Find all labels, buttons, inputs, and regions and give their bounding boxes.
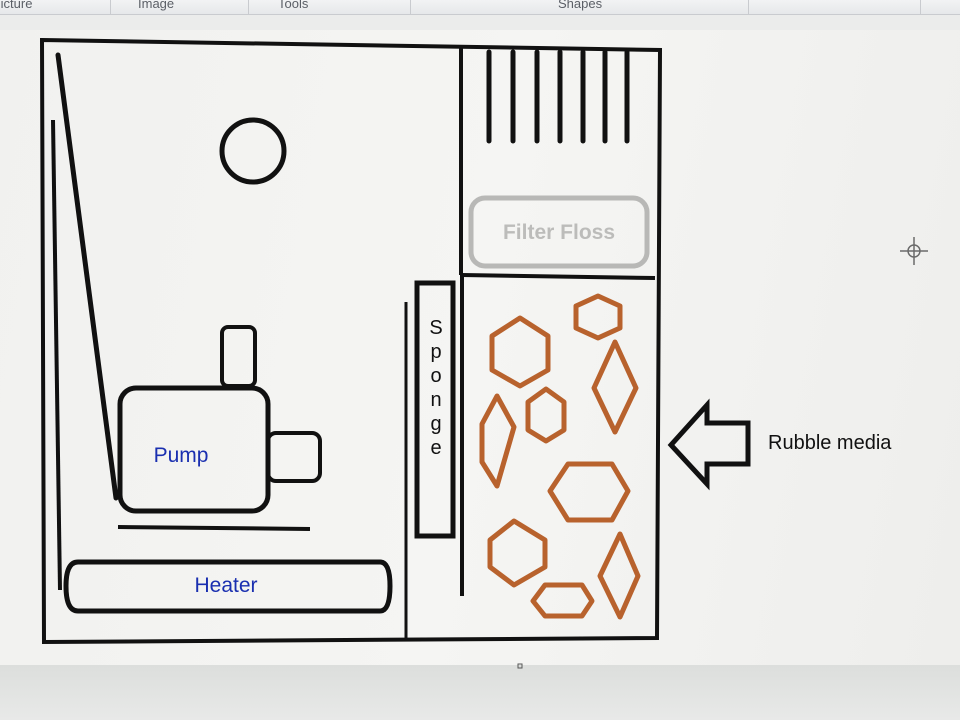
drawing-canvas[interactable]: [0, 30, 960, 665]
rubble-piece: [479, 393, 517, 489]
pump-base-line: [117, 525, 311, 531]
rubble-piece: [591, 339, 639, 435]
ribbon-toolbar: Picture Image Tools Shapes: [0, 0, 960, 15]
sponge-box: [414, 280, 456, 539]
sponge-letter: p: [430, 341, 441, 363]
sponge-letter: o: [430, 365, 441, 387]
heater-label: Heater: [194, 574, 257, 597]
sponge-letter: e: [430, 437, 441, 459]
filter-floss-box: [468, 195, 650, 269]
ribbon-group-tools[interactable]: Tools: [278, 0, 309, 11]
heater-cord: [51, 119, 62, 591]
return-hole-circle: [219, 117, 287, 185]
ribbon-separator: [410, 0, 411, 14]
ribbon-separator: [748, 0, 749, 14]
rubble-piece: [489, 315, 551, 389]
sponge-letter: n: [430, 389, 441, 411]
pump-outlet: [220, 325, 257, 388]
rubble-piece: [525, 386, 567, 444]
heater-body: [63, 559, 393, 614]
ribbon-separator: [110, 0, 111, 14]
sponge-letter: g: [430, 413, 441, 435]
pump-label: Pump: [154, 444, 209, 467]
rubble-arrow-icon: [667, 398, 751, 491]
ribbon-separator: [920, 0, 921, 14]
sponge-letter: S: [429, 317, 442, 339]
chamber-divider-horizontal: [461, 273, 656, 280]
rubble-piece: [487, 518, 548, 588]
rubble-media-label: Rubble media: [768, 432, 892, 454]
ribbon-group-image[interactable]: Image: [138, 0, 175, 11]
return-pipe: [55, 52, 119, 501]
rubble-piece: [547, 461, 631, 523]
rubble-media: [479, 293, 641, 620]
canvas-resize-handle[interactable]: [517, 663, 523, 669]
crosshair-cursor-icon: [900, 237, 928, 265]
rubble-piece: [597, 531, 641, 620]
overflow-comb: [486, 49, 630, 144]
workspace-bottom: [0, 665, 960, 720]
rubble-piece: [573, 293, 623, 341]
rubble-piece: [530, 582, 595, 619]
filter-floss-label: Filter Floss: [503, 221, 615, 244]
tank-outline: [39, 37, 663, 645]
ribbon-separator: [248, 0, 249, 14]
ribbon-group-picture[interactable]: Picture: [0, 0, 33, 11]
ribbon-group-shapes[interactable]: Shapes: [558, 0, 603, 11]
pump-inlet: [266, 431, 322, 483]
